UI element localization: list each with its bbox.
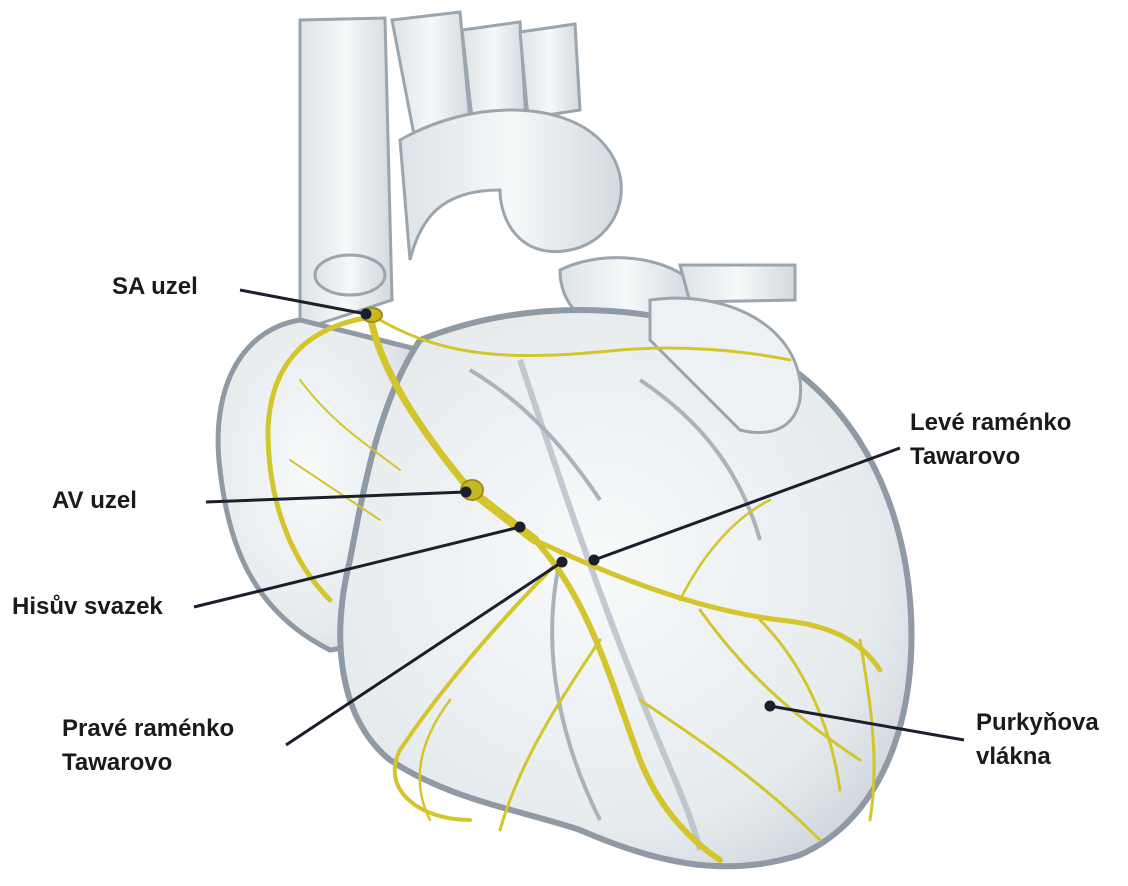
label-purkinje-fibers: Purkyňova vlákna [976,706,1099,774]
label-left-bundle-line-2: Tawarovo [910,440,1071,474]
label-purkinje-line-2: vlákna [976,740,1099,774]
label-right-bundle: Pravé raménko Tawarovo [62,712,234,780]
aorta-right-branch [520,24,580,118]
label-sa-node: SA uzel [112,270,198,304]
aorta-middle-branch [462,22,526,120]
label-his-bundle-text: Hisův svazek [12,590,163,624]
label-purkinje-line-1: Purkyňova [976,706,1099,740]
aortic-arch [400,110,621,260]
label-right-bundle-line-1: Pravé raménko [62,712,234,746]
label-left-bundle: Levé raménko Tawarovo [910,406,1071,474]
leader-sa-node-dot [362,310,370,318]
leader-right-bundle-dot [558,558,566,566]
pulmonary-artery-right [680,265,795,302]
ventricles [340,310,911,866]
leader-left-bundle-dot [590,556,598,564]
label-his-bundle: Hisův svazek [12,590,163,624]
label-sa-node-text: SA uzel [112,270,198,304]
label-right-bundle-line-2: Tawarovo [62,746,234,780]
leader-purkinje-dot [766,702,774,710]
label-av-node-text: AV uzel [52,484,137,518]
leader-his-bundle-dot [516,523,524,531]
label-left-bundle-line-1: Levé raménko [910,406,1071,440]
great-vessels [300,12,795,333]
label-av-node: AV uzel [52,484,137,518]
pulmonary-vein-ring [315,255,385,295]
leader-av-node-dot [462,488,470,496]
